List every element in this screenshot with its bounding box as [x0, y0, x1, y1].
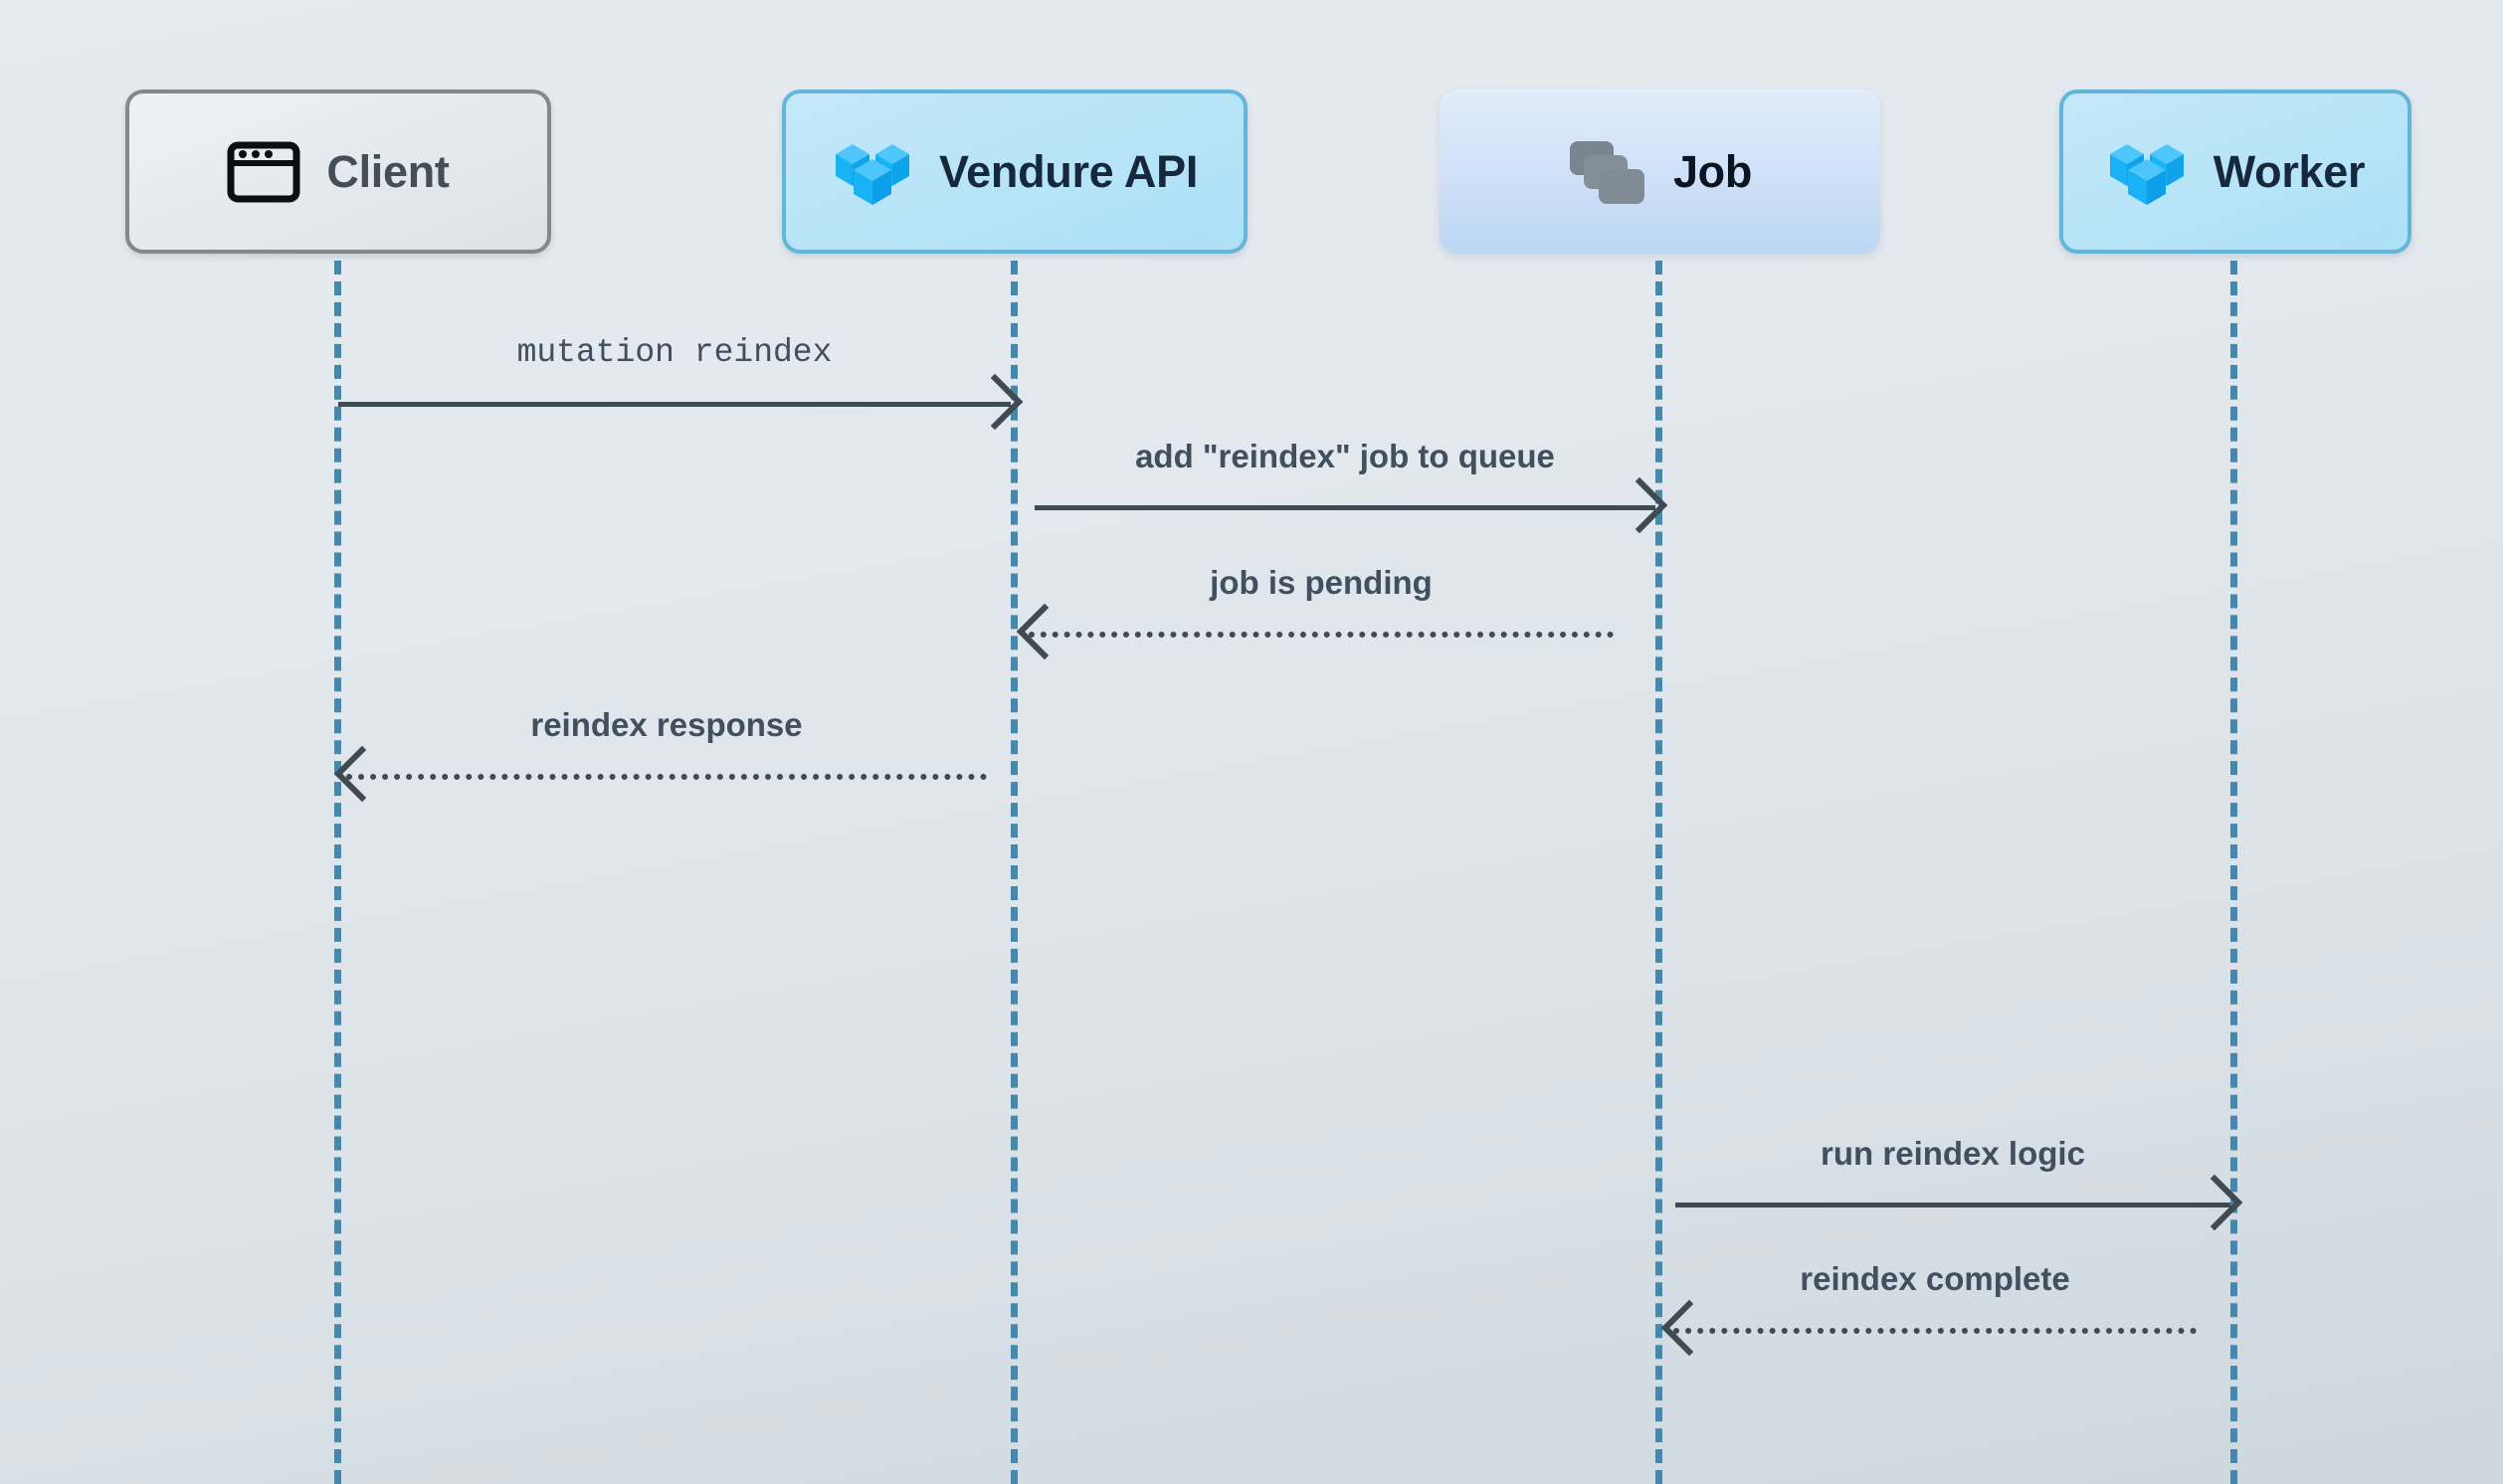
message-job-is-pending: job is pending: [1016, 564, 1614, 673]
lifeline-client: [334, 261, 341, 1484]
message-label: reindex response: [530, 706, 803, 743]
participant-label: Client: [326, 145, 450, 197]
message-add-reindex-job-to-queue: add "reindex" job to queue: [1035, 438, 1668, 547]
participant-label: Worker: [2213, 145, 2366, 197]
browser-window-icon: [227, 141, 300, 203]
participant-client[interactable]: Client: [125, 90, 551, 254]
message-label: mutation reindex: [516, 334, 833, 371]
lifeline-vendure-api: [1011, 261, 1018, 1484]
message-mutation-reindex: mutation reindex: [338, 334, 1024, 444]
message-run-reindex-logic: run reindex logic: [1675, 1135, 2243, 1244]
message-label: job is pending: [1210, 564, 1433, 601]
message-line: [1675, 1203, 2230, 1207]
message-line: [1035, 505, 1655, 510]
lifeline-worker: [2230, 261, 2237, 1484]
message-line: [1029, 632, 1614, 638]
message-line: [1673, 1328, 2197, 1334]
participant-job[interactable]: Job: [1440, 90, 1880, 254]
message-reindex-response: reindex response: [333, 706, 987, 816]
participant-worker[interactable]: Worker: [2059, 90, 2411, 254]
participant-label: Job: [1672, 145, 1753, 197]
vendure-cubes-icon: [832, 136, 913, 208]
arrowhead-left-icon: [1016, 603, 1073, 660]
participant-label: Vendure API: [938, 145, 1199, 197]
arrowhead-left-icon: [333, 745, 391, 803]
message-line: [338, 402, 1011, 407]
lifeline-job: [1655, 261, 1662, 1484]
vendure-cubes-icon: [2106, 136, 2188, 208]
participant-vendure-api[interactable]: Vendure API: [782, 90, 1248, 254]
stacked-cards-icon: [1568, 137, 1647, 207]
message-label: reindex complete: [1800, 1260, 2070, 1297]
message-label: add "reindex" job to queue: [1135, 438, 1555, 474]
message-reindex-complete: reindex complete: [1660, 1260, 2197, 1370]
message-line: [346, 774, 987, 780]
message-label: run reindex logic: [1821, 1135, 2085, 1172]
arrowhead-left-icon: [1660, 1299, 1718, 1357]
